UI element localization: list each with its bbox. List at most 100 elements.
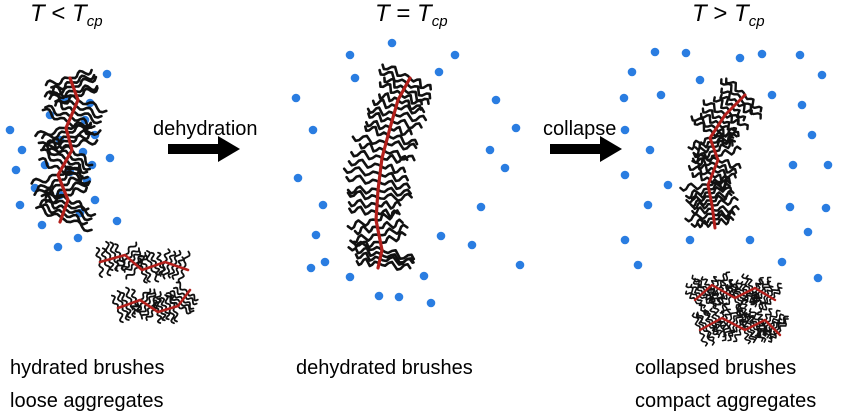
water-molecule [500, 163, 510, 173]
side-chain [134, 251, 147, 265]
header-operator: = [396, 0, 411, 27]
side-chain [745, 274, 754, 291]
side-chain [355, 257, 381, 268]
collapsed-brush [679, 77, 763, 230]
water-molecule [757, 49, 767, 59]
side-chain [720, 87, 739, 105]
side-chain [365, 119, 392, 131]
side-chain [381, 63, 412, 80]
side-chain [699, 112, 721, 126]
side-chain [699, 329, 709, 347]
caption-collapsed-brushes: collapsed brushes [635, 357, 797, 379]
water-molecule [685, 235, 695, 245]
water-molecule [807, 130, 817, 140]
side-chain [95, 246, 102, 263]
water-molecule [777, 257, 787, 267]
side-chain [377, 260, 412, 271]
side-chain [402, 87, 430, 105]
water-molecule [681, 48, 691, 58]
water-molecule [643, 200, 653, 210]
side-chain [36, 178, 62, 192]
side-chain [396, 98, 422, 111]
side-chain [377, 223, 409, 237]
side-chain [156, 311, 163, 324]
side-chain [348, 205, 378, 216]
caption-loose-aggregates: loose aggregates [10, 390, 164, 412]
side-chain [175, 281, 189, 295]
side-chain [378, 171, 409, 183]
side-chain [65, 123, 93, 134]
side-chain [40, 148, 65, 167]
side-chain [367, 112, 394, 123]
side-chain [167, 264, 176, 279]
water-molecule [53, 242, 63, 252]
dehydrated-brush [342, 63, 432, 271]
side-chain [67, 153, 91, 171]
side-chain [115, 257, 130, 271]
side-chain [756, 311, 764, 323]
side-chain [47, 140, 71, 157]
water-molecule [735, 53, 745, 63]
side-chain [73, 84, 99, 94]
side-chain [376, 192, 413, 203]
side-chain [382, 149, 416, 162]
side-chain [133, 301, 145, 315]
side-chain [394, 104, 426, 115]
water-molecule [112, 216, 122, 226]
backbone [706, 93, 747, 230]
side-chain [735, 279, 745, 295]
header-symbol: T [417, 0, 432, 27]
side-chain [111, 294, 119, 309]
side-chain [140, 306, 152, 320]
side-chain [116, 290, 124, 308]
water-molecule [73, 233, 83, 243]
water-molecule [633, 260, 643, 270]
water-molecule [491, 95, 501, 105]
side-chain [38, 157, 63, 172]
side-chain [35, 205, 63, 219]
side-chain [179, 301, 195, 313]
header-symbol: T [734, 0, 749, 27]
side-chain [719, 93, 735, 109]
side-chain [168, 307, 175, 325]
water-molecule [650, 47, 660, 57]
side-chain [150, 251, 157, 267]
side-chain [352, 240, 384, 252]
side-chain [137, 257, 144, 271]
side-chain [121, 305, 130, 321]
side-chain [754, 321, 768, 337]
water-molecule [394, 292, 404, 302]
side-chain [44, 104, 73, 119]
side-chain [64, 121, 92, 131]
side-chain [146, 291, 157, 306]
water-molecule [17, 145, 27, 155]
side-chain [703, 308, 714, 324]
side-chain [734, 309, 744, 326]
side-chain [691, 274, 706, 293]
side-chain [384, 140, 418, 151]
side-chain [350, 149, 384, 161]
header-at-cloud-point: T = Tcp [375, 0, 448, 30]
side-chain [702, 327, 715, 342]
side-chain [737, 295, 747, 313]
side-chain [76, 98, 108, 114]
side-chain [695, 311, 708, 328]
side-chain [58, 168, 81, 182]
side-chain [108, 258, 115, 271]
side-chain [741, 292, 749, 304]
side-chain [383, 76, 406, 91]
side-chain [691, 157, 718, 167]
side-chain [715, 145, 742, 157]
side-chain [160, 309, 167, 322]
side-chain [380, 248, 416, 261]
side-chain [757, 276, 764, 291]
header-below-cloud-point: T < Tcp [30, 0, 103, 30]
side-chain [711, 322, 719, 335]
side-chain [716, 158, 742, 169]
side-chain [408, 76, 432, 91]
water-molecule [619, 93, 629, 103]
side-chain [177, 267, 185, 284]
side-chain [725, 284, 736, 299]
side-chain [380, 154, 409, 164]
